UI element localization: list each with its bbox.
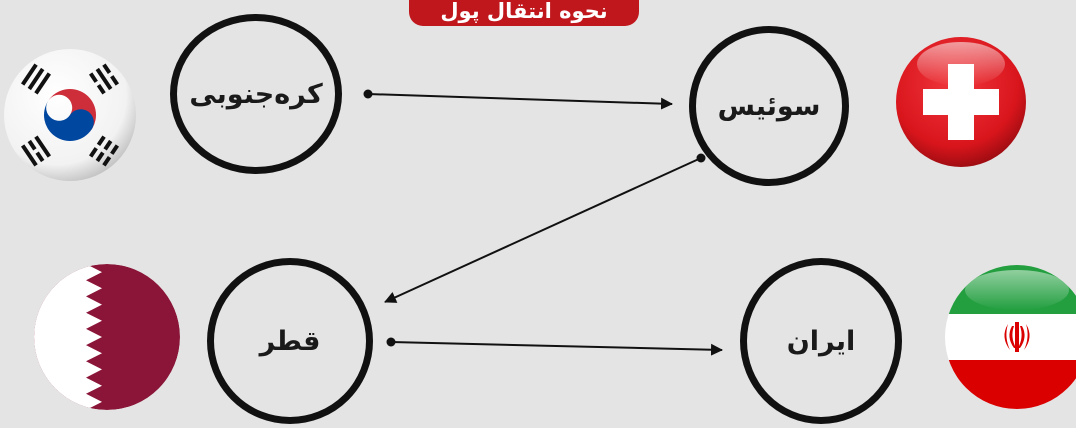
arrow-qatar-to-iran (386, 337, 723, 356)
arrow-switzerland-to-qatar (384, 153, 706, 303)
node-qatar: قطر (207, 258, 373, 424)
south-korea-flag-icon (3, 48, 137, 182)
node-switzerland: سوئیس (689, 26, 849, 186)
node-qatar-label: قطر (259, 325, 321, 357)
node-iran: ایران (740, 258, 902, 424)
node-south-korea-label: کره‌جنوبی (189, 78, 323, 110)
qatar-flag-icon (34, 264, 180, 410)
arrow-korea-to-switzerland (363, 89, 673, 110)
diagram-title: نحوه انتقال پول (409, 0, 639, 26)
node-switzerland-label: سوئیس (717, 90, 821, 122)
switzerland-flag-icon (895, 36, 1027, 168)
node-south-korea: کره‌جنوبی (170, 14, 342, 174)
node-iran-label: ایران (786, 325, 856, 357)
